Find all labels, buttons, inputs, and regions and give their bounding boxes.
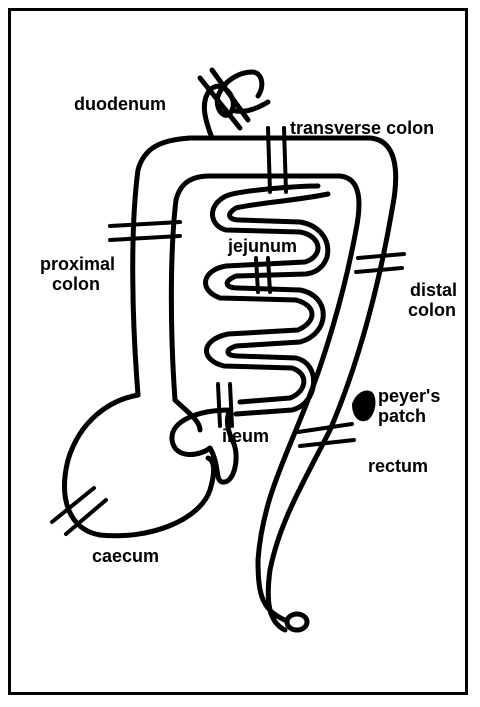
peyers-patch-shape — [352, 391, 375, 422]
label-proximal-colon: colon — [52, 274, 100, 294]
label-distal-colon: colon — [408, 300, 456, 320]
label-duodenum: duodenum — [74, 94, 166, 114]
label-peyers: peyer's — [378, 386, 440, 406]
label-caecum: caecum — [92, 546, 159, 566]
label-distal: distal — [410, 280, 457, 300]
label-ileum: ileum — [222, 426, 269, 446]
label-transverse-colon: transverse colon — [290, 118, 434, 138]
label-patch: patch — [378, 406, 426, 426]
label-jejunum: jejunum — [228, 236, 297, 256]
label-rectum: rectum — [368, 456, 428, 476]
ileum-shape — [172, 410, 236, 482]
label-proximal: proximal — [40, 254, 115, 274]
